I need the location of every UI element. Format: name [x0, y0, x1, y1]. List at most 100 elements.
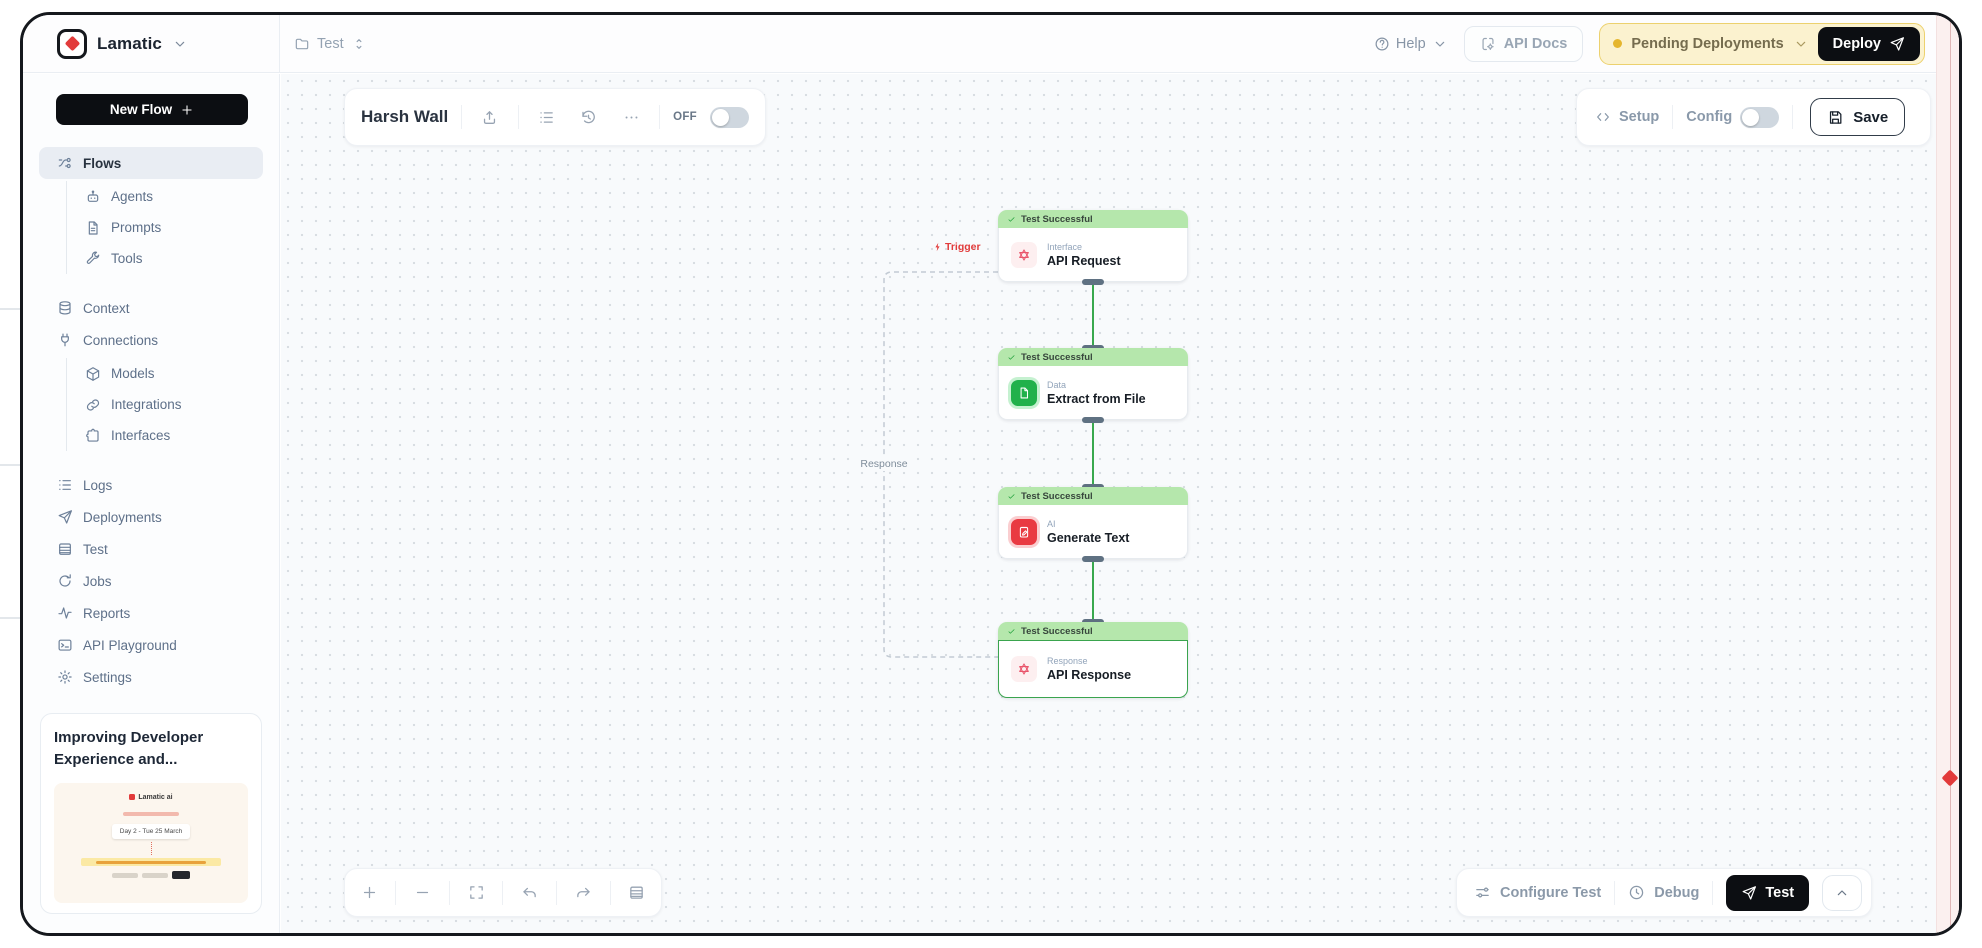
wrench-icon [86, 251, 100, 264]
breadcrumb-label: Test [317, 35, 344, 52]
sidebar-item-tools[interactable]: Tools [67, 243, 263, 274]
sidebar-item-integrations[interactable]: Integrations [67, 389, 263, 420]
debug-label: Debug [1654, 884, 1700, 901]
terminal-icon [58, 639, 72, 651]
node-type-tile [1011, 518, 1037, 545]
app-window: Lamatic Test Help API Docs Pending Deplo… [20, 12, 1962, 936]
sidebar-item-prompts[interactable]: Prompts [67, 212, 263, 243]
save-icon [1830, 110, 1842, 124]
sidebar-item-agents[interactable]: Agents [67, 181, 263, 212]
workspace-switcher[interactable]: Lamatic [23, 15, 280, 72]
flow-enabled-toggle[interactable] [710, 106, 750, 128]
debug-button[interactable]: Debug [1628, 884, 1699, 901]
sidebar-item-deployments[interactable]: Deployments [39, 501, 263, 533]
zoom-out-button[interactable] [407, 877, 439, 909]
help-menu[interactable]: Help [1374, 36, 1448, 52]
sidebar-item-jobs[interactable]: Jobs [39, 565, 263, 597]
sidebar-item-reports[interactable]: Reports [39, 597, 263, 629]
sidebar-item-models[interactable]: Models [67, 358, 263, 389]
logs-icon [59, 480, 71, 490]
project-breadcrumb[interactable]: Test [294, 36, 367, 52]
save-button[interactable]: Save [1810, 98, 1906, 136]
flow-icon [58, 157, 71, 169]
zoom-in-button[interactable] [353, 877, 385, 909]
node-status-badge: Test Successful [998, 487, 1188, 505]
notes-table-button[interactable] [621, 877, 653, 909]
interface-icon [86, 428, 99, 442]
node-type-tile [1011, 379, 1037, 406]
config-toggle[interactable] [1740, 106, 1780, 128]
redo-button[interactable] [567, 877, 599, 909]
node-status-label: Test Successful [1021, 351, 1093, 363]
sidebar-item-label: Models [111, 366, 155, 381]
version-history-button[interactable] [574, 101, 603, 133]
sidebar-item-label: Prompts [111, 220, 162, 235]
sidebar-item-label: Integrations [111, 397, 182, 412]
fit-view-button[interactable] [460, 877, 492, 909]
annotation-rail[interactable] [1936, 15, 1959, 933]
promo-thumb-highlight [81, 858, 221, 866]
document-icon [88, 220, 98, 235]
ellipsis-icon [625, 116, 638, 118]
paper-plane-icon [58, 510, 72, 524]
more-options-button[interactable] [617, 101, 646, 133]
top-bar-main: Test Help API Docs Pending Deployments D… [280, 15, 1959, 72]
expand-panel-button[interactable] [1822, 874, 1863, 911]
lamatic-logo-icon [57, 28, 87, 59]
chevron-down-icon [1435, 41, 1444, 47]
gear-icon [58, 670, 72, 684]
flow-title[interactable]: Harsh Wall [361, 107, 449, 126]
divider [461, 105, 463, 129]
node-output-handle[interactable] [1082, 279, 1104, 285]
api-docs-button[interactable]: API Docs [1463, 25, 1584, 62]
new-flow-button[interactable]: New Flow [56, 94, 248, 125]
plug-icon [61, 333, 69, 347]
deploy-button[interactable]: Deploy [1817, 26, 1920, 61]
flow-list-button[interactable] [532, 101, 561, 133]
sidebar-item-settings[interactable]: Settings [39, 661, 263, 693]
node-output-handle[interactable] [1082, 417, 1104, 423]
pending-deployments-label[interactable]: Pending Deployments [1631, 35, 1784, 52]
sidebar-item-connections[interactable]: Connections [39, 324, 263, 356]
response-edge-label: Response [856, 457, 912, 471]
logo-diamond-icon [64, 35, 80, 52]
flow-enabled-label: OFF [673, 111, 698, 123]
sidebar-item-flows[interactable]: Flows [39, 147, 263, 179]
sidebar-item-test[interactable]: Test [39, 533, 263, 565]
promo-thumbnail: Lamatic ai Day 2 - Tue 25 March [54, 782, 248, 903]
node-name: API Response [1047, 668, 1132, 682]
sidebar-item-logs[interactable]: Logs [39, 469, 263, 501]
edit-icon [1019, 526, 1029, 538]
pending-status-dot-icon [1613, 39, 1623, 48]
node-status-label: Test Successful [1021, 213, 1093, 225]
promo-card[interactable]: Improving Developer Experience and... La… [40, 713, 262, 914]
sidebar-item-interfaces[interactable]: Interfaces [67, 420, 263, 451]
node-output-handle[interactable] [1082, 556, 1104, 562]
divider [517, 105, 519, 129]
configure-test-button[interactable]: Configure Test [1466, 884, 1601, 901]
publish-upload-button[interactable] [475, 101, 504, 133]
node-type-tile [1011, 241, 1037, 268]
rail-marker-icon [1941, 769, 1959, 787]
sidebar-item-context[interactable]: Context [39, 292, 263, 324]
test-button[interactable]: Test [1726, 874, 1810, 911]
promo-title: Improving Developer Experience and... [54, 729, 204, 768]
setup-button[interactable]: Setup [1595, 109, 1659, 125]
divider [502, 880, 504, 905]
sidebar-item-label: Tools [111, 251, 143, 266]
sidebar-item-api-playground[interactable]: API Playground [39, 629, 263, 661]
cube-icon [86, 366, 100, 381]
divider [1792, 105, 1794, 129]
undo-button[interactable] [514, 877, 546, 909]
